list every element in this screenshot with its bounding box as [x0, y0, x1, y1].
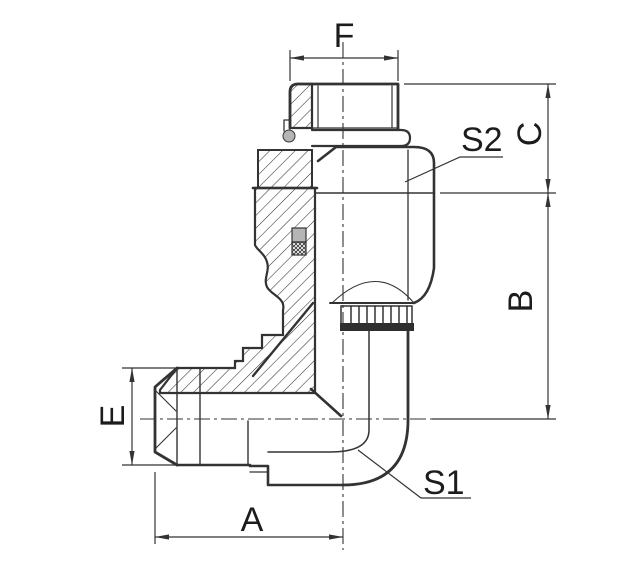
b-arrow-bottom [545, 405, 551, 419]
leader-lines [357, 156, 503, 499]
flare-cone-lines [155, 390, 177, 449]
oring-bulge [310, 128, 412, 148]
plug-section-wall [288, 82, 314, 130]
e-arrow-top [129, 368, 135, 382]
elbow-outer-curve [341, 329, 410, 487]
dimension-labels: F S2 C B E A S1 [94, 17, 549, 539]
dim-label-b: B [502, 290, 540, 313]
f-arrow-right [384, 55, 398, 61]
backup-ring-crosshatch [291, 241, 307, 256]
upper-nut-section-wall [257, 149, 313, 189]
dim-label-c: C [511, 122, 549, 147]
centerlines [140, 42, 432, 550]
dim-label-f: F [334, 17, 355, 55]
boss-bottom [248, 464, 345, 487]
bore-corner-chamfer [309, 387, 343, 418]
hex-nut-silhouette [316, 145, 436, 305]
c-arrow-top [545, 84, 551, 98]
plug-inner-lines [311, 85, 399, 129]
groove-o-ring [291, 227, 307, 243]
hex-chamfer-arc [331, 281, 415, 304]
part-outline [153, 82, 436, 487]
dimension-arrows [129, 55, 551, 540]
f-extension-lines [289, 50, 399, 81]
section-hatch [158, 82, 317, 395]
s2-leader [404, 156, 503, 183]
c-arrow-bottom [545, 179, 551, 193]
washer-teeth [340, 305, 413, 325]
dimensions [122, 50, 556, 544]
washer-band [340, 323, 414, 331]
plug-silhouette [288, 82, 400, 131]
port-nose-silhouette [153, 366, 179, 467]
f-arrow-left [290, 55, 304, 61]
e-arrow-bottom [129, 451, 135, 465]
body-chamfer-edge [251, 301, 315, 378]
plug-step [283, 119, 291, 132]
b-arrow-top [545, 193, 551, 207]
a-arrow-right [329, 534, 343, 540]
o-ring-gray [282, 129, 296, 143]
seal-rings [282, 129, 307, 256]
dim-label-a: A [241, 501, 264, 539]
body-section-wall [158, 186, 317, 395]
elbow-inner-curve [267, 330, 370, 453]
s1-leader [357, 449, 471, 499]
dim-label-s2: S2 [461, 121, 503, 159]
dim-label-e: E [94, 405, 132, 428]
a-arrow-left [155, 534, 169, 540]
e-extension-lines [122, 367, 208, 466]
dim-label-s1: S1 [423, 464, 465, 502]
